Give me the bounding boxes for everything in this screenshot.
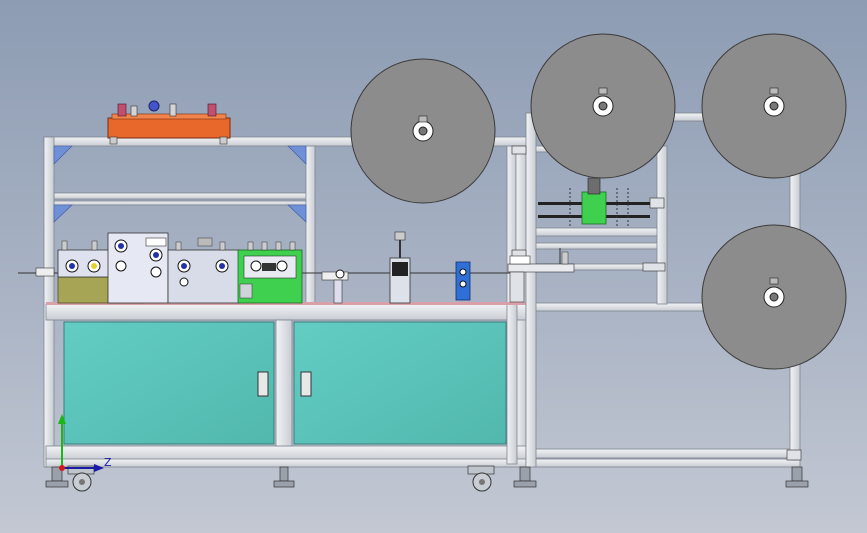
reel-hub-icon — [769, 101, 779, 111]
reel-4[interactable] — [701, 224, 847, 370]
roller-module-1[interactable] — [57, 240, 111, 278]
door-handle-icon[interactable] — [257, 371, 269, 397]
cabinet-door-right[interactable] — [293, 321, 507, 445]
reel-2[interactable] — [530, 33, 676, 179]
tension-roller[interactable] — [321, 269, 349, 304]
coordinate-triad-icon: Z — [58, 414, 112, 472]
caster-wheel-icon — [67, 465, 95, 492]
corner-gussets — [53, 145, 307, 223]
roller-module-2[interactable] — [107, 232, 169, 304]
reel-hub-icon — [418, 126, 428, 136]
reel-1[interactable] — [350, 58, 496, 204]
roller-module-3[interactable] — [167, 237, 241, 304]
reel-3[interactable] — [701, 33, 847, 179]
cabinet-doors — [63, 321, 507, 445]
welding-module[interactable] — [237, 241, 303, 304]
cabinet-door-left[interactable] — [63, 321, 275, 445]
slitting-unit — [538, 177, 650, 264]
door-handle-icon[interactable] — [300, 371, 312, 397]
reel-hub-icon — [769, 292, 779, 302]
caster-wheel-icon — [467, 465, 495, 492]
feet — [45, 466, 809, 488]
reel-hub-icon — [598, 101, 608, 111]
sensor-post[interactable] — [455, 261, 471, 301]
guide-bracket[interactable] — [507, 251, 575, 303]
table-top-strip — [46, 302, 526, 305]
top-feed-module[interactable] — [107, 100, 231, 145]
triad-axis-label: Z — [104, 456, 112, 469]
cutter-module[interactable] — [389, 231, 411, 304]
